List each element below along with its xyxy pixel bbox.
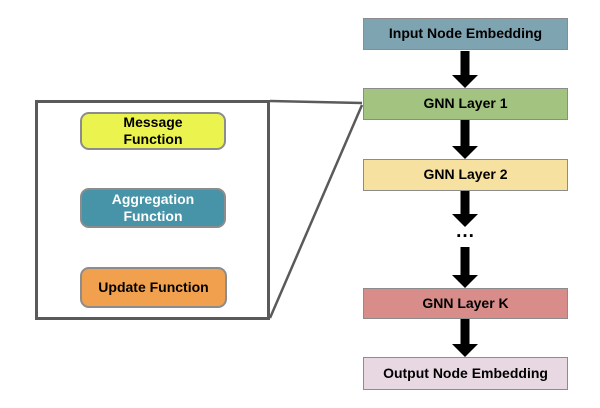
callout-line-bottom	[268, 104, 364, 319]
node-aggregation-function: Aggregation Function	[80, 188, 226, 228]
gnn-layer-detail-panel: Message Function Aggregation Function Up…	[35, 100, 270, 320]
ellipsis-label: ...	[456, 221, 475, 242]
node-output-embedding: Output Node Embedding	[363, 357, 568, 390]
node-gnn-layer-k: GNN Layer K	[363, 288, 568, 319]
node-input-embedding: Input Node Embedding	[363, 18, 568, 50]
node-message-function: Message Function	[80, 112, 226, 150]
node-gnn-layer-2: GNN Layer 2	[363, 159, 568, 191]
arrow-down-icon	[452, 120, 478, 159]
node-gnn-layer-1: GNN Layer 1	[363, 88, 568, 120]
node-update-function: Update Function	[80, 267, 227, 308]
arrow-down-icon	[452, 247, 478, 288]
arrow-down-icon	[452, 51, 478, 88]
arrow-down-icon	[452, 319, 478, 357]
callout-line-top	[269, 99, 363, 105]
